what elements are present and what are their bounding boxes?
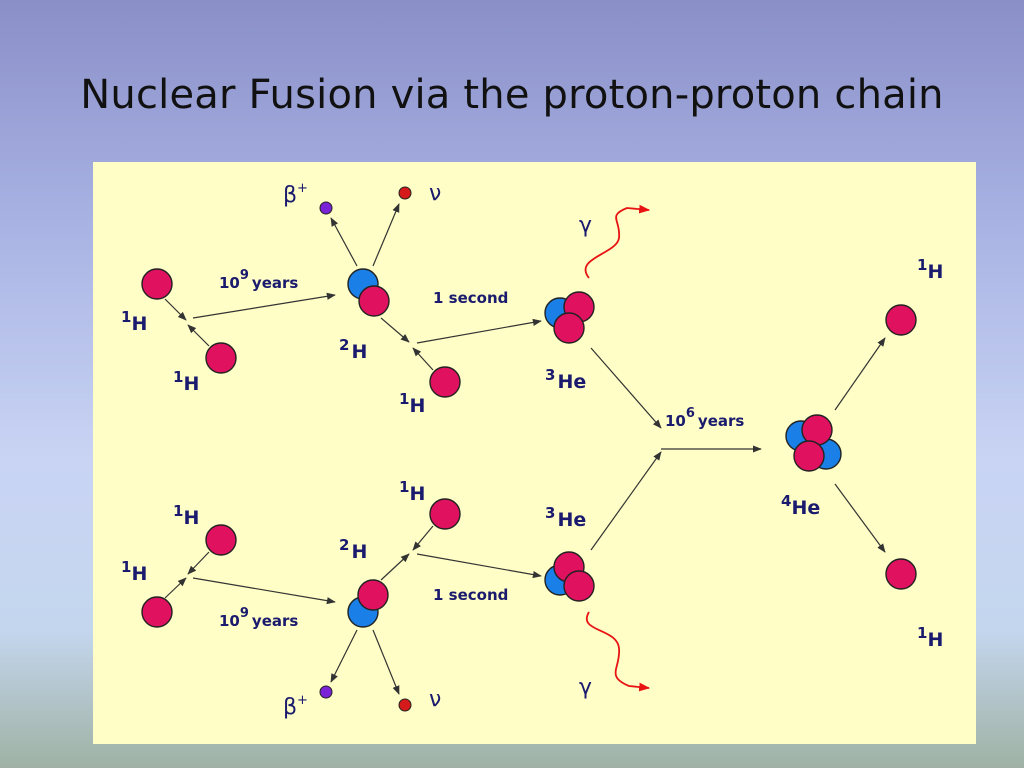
label-1h-released-top: 1H bbox=[917, 256, 943, 283]
arrow-deuterium-to-merge-bottom bbox=[380, 553, 410, 581]
arrow-release-proton-bottom bbox=[834, 483, 886, 553]
gamma-ray-top bbox=[584, 204, 651, 279]
gamma-ray-bottom bbox=[585, 611, 651, 692]
label-beta-plus-bottom: β+ bbox=[283, 693, 308, 720]
arrow-helium3-bottom-to-merge bbox=[590, 451, 662, 551]
proton-helium4-a bbox=[801, 414, 833, 446]
proton-top-left bbox=[141, 268, 173, 300]
label-1h-bottom-left-2: 1H bbox=[121, 558, 147, 585]
label-gamma-top: γ bbox=[579, 213, 592, 238]
arrow-to-deuterium-bottom bbox=[192, 577, 336, 605]
neutrino-dot-top bbox=[398, 186, 412, 200]
label-one-second-bottom: 1 second bbox=[433, 586, 508, 604]
proton-released-top bbox=[885, 304, 917, 336]
label-1h-top-left-2: 1H bbox=[173, 368, 199, 395]
proton-bottom-left-2 bbox=[141, 596, 173, 628]
label-neutrino-bottom: ν bbox=[429, 687, 441, 712]
label-1h-top-left: 1H bbox=[121, 308, 147, 335]
slide-title: Nuclear Fusion via the proton-proton cha… bbox=[80, 72, 944, 118]
proton-deuterium-top bbox=[358, 285, 390, 317]
arrow-proton-to-merge-top bbox=[412, 347, 434, 371]
arrow-h-top-2-to-merge bbox=[187, 324, 210, 347]
label-gamma-bottom: γ bbox=[579, 675, 592, 700]
arrow-to-deuterium-top bbox=[192, 292, 336, 319]
arrow-neutrino-bottom bbox=[372, 629, 400, 695]
arrow-to-helium3-bottom bbox=[416, 553, 542, 579]
proton-incoming-top bbox=[429, 366, 461, 398]
arrow-h-bottom-2-to-merge bbox=[164, 577, 187, 599]
arrow-h-top-to-merge bbox=[164, 298, 187, 321]
positron-dot-bottom bbox=[319, 685, 333, 699]
proton-incoming-bottom bbox=[429, 498, 461, 530]
neutrino-dot-bottom bbox=[398, 698, 412, 712]
arrow-positron-bottom bbox=[330, 629, 358, 683]
proton-deuterium-bottom bbox=[357, 579, 389, 611]
label-1h-bottom-left: 1H bbox=[173, 502, 199, 529]
label-1h-released-bottom: 1H bbox=[917, 624, 943, 651]
arrow-h-bottom-to-merge bbox=[187, 551, 210, 575]
label-one-second-top: 1 second bbox=[433, 289, 508, 307]
label-neutrino-top: ν bbox=[429, 181, 441, 206]
arrow-to-helium3-top bbox=[416, 318, 542, 344]
arrow-helium3-top-to-merge bbox=[590, 347, 662, 429]
proton-helium4-b bbox=[793, 440, 825, 472]
proton-bottom-left bbox=[205, 524, 237, 556]
arrow-neutrino-top bbox=[372, 203, 400, 267]
proton-released-bottom bbox=[885, 558, 917, 590]
label-4he: 4He bbox=[781, 492, 820, 519]
label-1h-incoming-bottom: 1H bbox=[399, 478, 425, 505]
label-1h-incoming-top: 1H bbox=[399, 390, 425, 417]
proton-helium3-bottom-b bbox=[563, 570, 595, 602]
arrow-proton-to-merge-bottom bbox=[412, 525, 434, 551]
arrow-release-proton-top bbox=[834, 337, 886, 411]
arrow-deuterium-to-merge-top bbox=[380, 317, 410, 343]
label-beta-plus-top: β+ bbox=[283, 181, 308, 208]
arrow-positron-top bbox=[330, 217, 358, 267]
proton-top-left-2 bbox=[205, 342, 237, 374]
positron-dot-top bbox=[319, 201, 333, 215]
proton-helium3-top-b bbox=[553, 312, 585, 344]
